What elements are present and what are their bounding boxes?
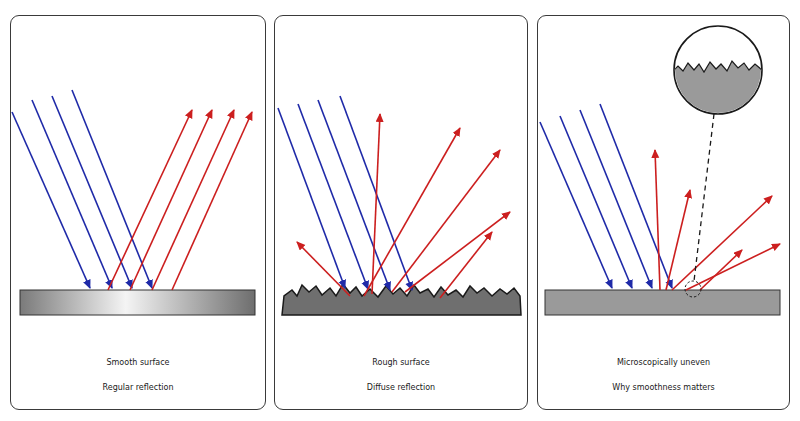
panel-caption: Why smoothness matters [538, 375, 789, 400]
caption-group: Rough surfaceDiffuse reflection [275, 350, 527, 400]
panel-caption: Rough surface [275, 350, 527, 375]
caption-group: Microscopically unevenWhy smoothness mat… [538, 350, 789, 400]
panel-caption: Microscopically uneven [538, 350, 789, 375]
diagram-panel: Rough surfaceDiffuse reflection [274, 15, 528, 410]
diagram-panel: Smooth surfaceRegular reflection [10, 15, 266, 410]
panel-caption: Diffuse reflection [275, 375, 527, 400]
diagram-panel: Microscopically unevenWhy smoothness mat… [537, 15, 790, 410]
panel-caption: Regular reflection [11, 375, 265, 400]
caption-group: Smooth surfaceRegular reflection [11, 350, 265, 400]
panel-caption: Smooth surface [11, 350, 265, 375]
